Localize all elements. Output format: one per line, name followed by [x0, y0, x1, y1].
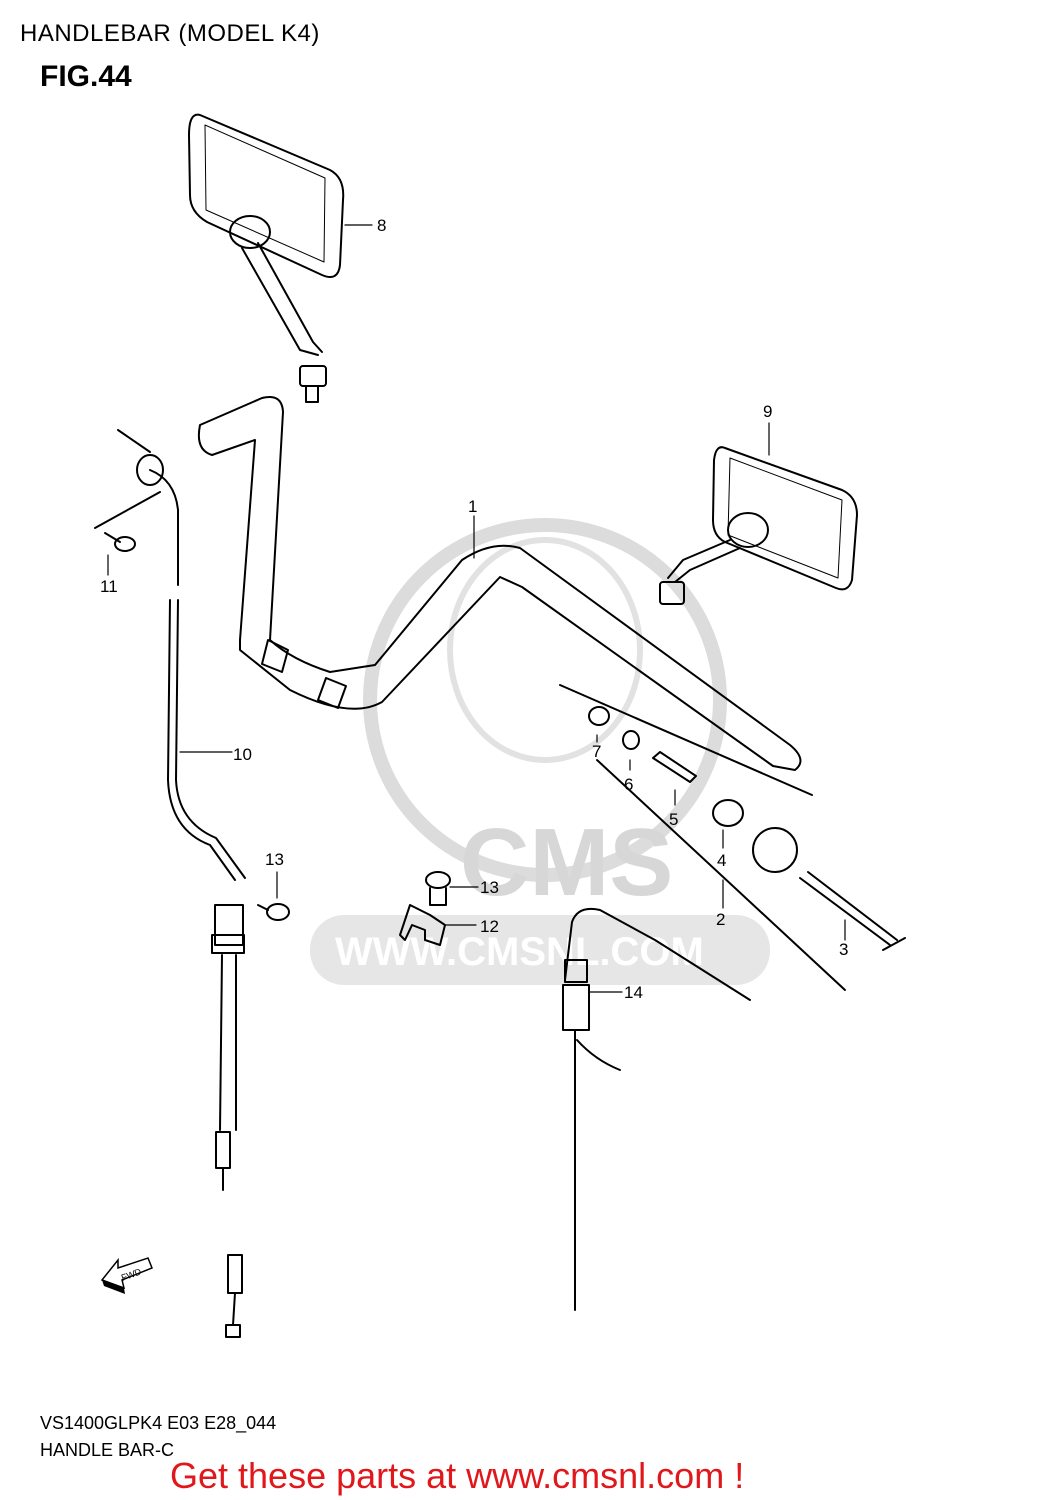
- model-code: VS1400GLPK4 E03 E28_044: [40, 1413, 277, 1433]
- callout-5: 5: [669, 810, 678, 829]
- diagram-title: HANDLEBAR (MODEL K4): [20, 20, 320, 47]
- screw-11: [94, 429, 164, 552]
- callout-12: 12: [480, 917, 499, 936]
- callout-6: 6: [624, 775, 633, 794]
- bar-end-parts: [559, 684, 906, 991]
- callout-13-cable-screw: 13: [265, 850, 284, 869]
- callout-8: 8: [377, 216, 386, 235]
- callout-2: 2: [716, 910, 725, 929]
- callout-11: 11: [100, 577, 118, 596]
- callout-labels: 1 2 3 4 5 6 7 8 9 10 11 12 13 13 14: [100, 216, 848, 1002]
- mirror-left: [188, 113, 345, 403]
- clutch-cable: [562, 907, 751, 1311]
- watermark: CMS WWW.CMSNL.COM: [310, 518, 770, 985]
- callout-1: 1: [468, 497, 477, 516]
- callout-10: 10: [233, 745, 252, 764]
- throttle-cable: [149, 469, 246, 1338]
- callout-14: 14: [624, 983, 643, 1002]
- handlebar: [197, 396, 802, 771]
- callout-13-bracket-screw: 13: [480, 878, 499, 897]
- promo-link[interactable]: Get these parts at www.cmsnl.com !: [170, 1455, 745, 1496]
- callout-9: 9: [763, 402, 772, 421]
- watermark-url: WWW.CMSNL.COM: [335, 930, 704, 974]
- figure-number: FIG.44: [40, 60, 132, 93]
- group-name: HANDLE BAR-C: [40, 1440, 175, 1460]
- callout-3: 3: [839, 940, 848, 959]
- watermark-brand: CMS: [460, 809, 673, 916]
- leader-lines: [107, 224, 846, 993]
- callout-4: 4: [717, 851, 726, 870]
- callout-7: 7: [592, 742, 601, 761]
- clamp-bracket: [257, 871, 451, 946]
- fwd-arrow-icon: FWD: [100, 1257, 153, 1294]
- mirror-right: [659, 446, 858, 605]
